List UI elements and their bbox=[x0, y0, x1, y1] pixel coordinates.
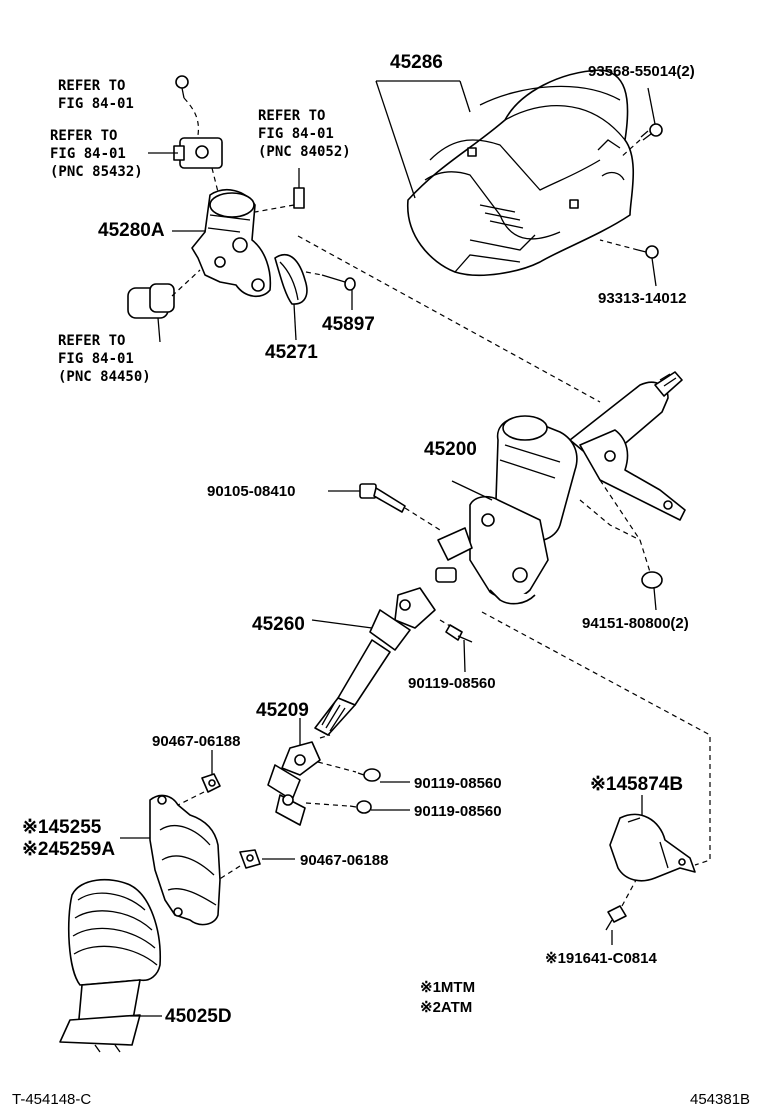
refer-label-1-line1: REFER TO bbox=[58, 78, 125, 94]
label-93568: 93568-55014(2) bbox=[588, 63, 695, 80]
label-45280A: 45280A bbox=[98, 220, 165, 241]
label-90119a: 90119-08560 bbox=[408, 675, 496, 692]
sensor-plug[interactable] bbox=[293, 180, 305, 209]
label-93313: 93313-14012 bbox=[598, 290, 686, 307]
bolt-90105-icon[interactable] bbox=[359, 483, 406, 513]
column-protector[interactable] bbox=[609, 813, 696, 882]
refer-label-3-line1: REFER TO bbox=[258, 108, 325, 124]
switch-connector[interactable] bbox=[173, 137, 223, 169]
label-94151: 94151-80800(2) bbox=[582, 615, 689, 632]
steering-column-assembly[interactable] bbox=[435, 371, 686, 605]
bolt-90119b-icon[interactable] bbox=[357, 768, 381, 782]
screw-93568-icon[interactable] bbox=[640, 123, 663, 141]
label-45209: 45209 bbox=[256, 700, 309, 721]
screw-93313-icon[interactable] bbox=[637, 245, 659, 259]
label-45260: 45260 bbox=[252, 614, 305, 635]
universal-joint[interactable] bbox=[267, 741, 321, 826]
bolt-top-icon[interactable] bbox=[175, 75, 189, 99]
intermediate-shaft[interactable] bbox=[314, 587, 436, 736]
label-90105: 90105-08410 bbox=[207, 483, 295, 500]
label-90119b: 90119-08560 bbox=[414, 775, 502, 792]
clip-90467b-icon[interactable] bbox=[239, 849, 261, 869]
refer-label-2-line3: (PNC 85432) bbox=[50, 164, 143, 180]
legend-mtm: ※1MTM bbox=[420, 979, 475, 996]
label-45259A: ※245259A bbox=[22, 839, 115, 860]
nut-94151-icon[interactable] bbox=[641, 571, 663, 589]
refer-label-1-line2: FIG 84-01 bbox=[58, 96, 134, 112]
label-90467b: 90467-06188 bbox=[300, 852, 388, 869]
refer-label-4-line2: FIG 84-01 bbox=[58, 351, 134, 367]
callout-lines-45286 bbox=[375, 80, 471, 199]
label-45874B: ※145874B bbox=[590, 774, 683, 795]
refer-label-4-line1: REFER TO bbox=[58, 333, 125, 349]
footer-right-code: 454381B bbox=[690, 1091, 750, 1108]
label-45271: 45271 bbox=[265, 342, 318, 363]
key-interlock-bracket[interactable] bbox=[274, 253, 308, 305]
bolt-45897-icon[interactable] bbox=[321, 274, 356, 291]
label-90119c: 90119-08560 bbox=[414, 803, 502, 820]
label-45255: ※145255 bbox=[22, 817, 102, 838]
legend-atm: ※2ATM bbox=[420, 999, 472, 1016]
clip-90467a-icon[interactable] bbox=[201, 773, 221, 793]
refer-label-2-line1: REFER TO bbox=[50, 128, 117, 144]
label-45286: 45286 bbox=[390, 52, 443, 73]
key-cylinder-housing[interactable] bbox=[191, 189, 272, 298]
column-cover[interactable] bbox=[407, 69, 635, 277]
steering-boot[interactable] bbox=[59, 879, 161, 1053]
label-91641: ※191641-C0814 bbox=[545, 950, 657, 967]
refer-label-2-line2: FIG 84-01 bbox=[50, 146, 126, 162]
refer-label-3-line2: FIG 84-01 bbox=[258, 126, 334, 142]
bolt-91641-icon[interactable] bbox=[605, 905, 627, 931]
footer-left-code: T-454148-C bbox=[12, 1091, 91, 1108]
bolt-90119a-icon[interactable] bbox=[445, 624, 473, 643]
label-45025D: 45025D bbox=[165, 1006, 232, 1027]
label-45200: 45200 bbox=[424, 439, 477, 460]
refer-label-4-line3: (PNC 84450) bbox=[58, 369, 151, 385]
label-90467a: 90467-06188 bbox=[152, 733, 240, 750]
column-hole-cover[interactable] bbox=[149, 794, 221, 926]
label-45897: 45897 bbox=[322, 314, 375, 335]
bolt-90119c-icon[interactable] bbox=[349, 800, 372, 814]
refer-label-3-line3: (PNC 84052) bbox=[258, 144, 351, 160]
transponder-coil[interactable] bbox=[127, 283, 175, 319]
